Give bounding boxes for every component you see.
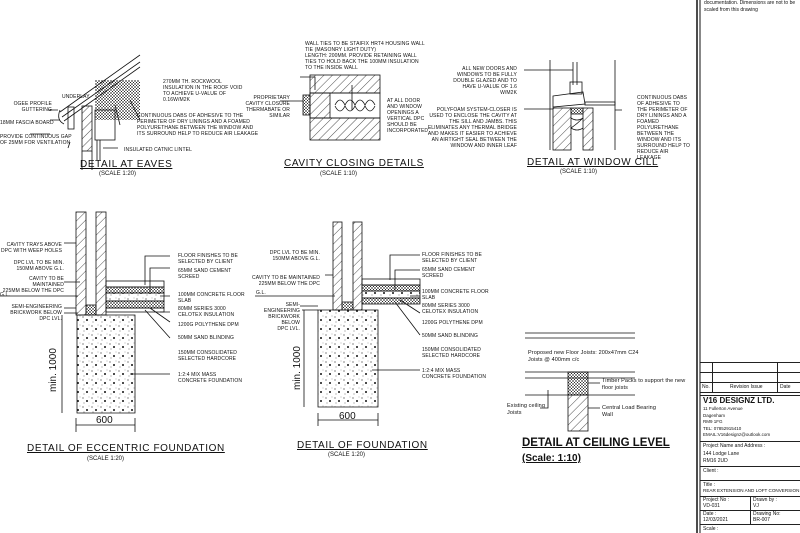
note-cavity-maintained: CAVITY TO BE MAINTAINED 225mm BELOW THE … (2, 276, 64, 294)
drawn-by: VJ (753, 503, 759, 509)
project-label: Project Name and Address : (703, 443, 766, 449)
width-dimension: 600 (96, 415, 113, 426)
cill-scale: (SCALE 1:10) (560, 169, 598, 175)
note-underlay: UNDERLAY (62, 94, 90, 100)
note-slab: 100mm CONCRETE FLOOR SLAB (422, 289, 489, 301)
drawing-title: REAR EXTENSION AND LOFT CONVERSION (703, 488, 800, 493)
note-ground-level: G.L. (0, 292, 10, 298)
note-lintel: INSULATED CATNIC LINTEL (124, 147, 192, 153)
ceiling-drawing (525, 332, 635, 432)
note-guttering: OGEE PROFILE GUTTERING (13, 101, 52, 113)
note-dpc-level: DPC LVL TO BE MIN. 150mm ABOVE G.L. (269, 250, 320, 262)
note-screed: 65mm SAND CEMENT SCREED (178, 268, 232, 280)
foundation-drawing (255, 221, 421, 426)
date-value: 12/03/2021 (703, 517, 729, 523)
foundation-title: DETAIL OF FOUNDATION (297, 440, 428, 451)
width-dimension: 600 (339, 411, 356, 422)
note-concrete: 1:2:4 MIX MASS CONCRETE FOUNDATION (422, 368, 487, 380)
note-blinding: 50mm SAND BLINDING (178, 335, 234, 341)
ceiling-scale: (Scale: 1:10) (522, 453, 581, 464)
cavity-closing-drawing (280, 74, 381, 141)
note-load-bearing-wall: Central Load Bearing Wall (602, 405, 656, 418)
title-block-frame (696, 0, 701, 533)
note-vent-gap: PROVIDE CONTINUOUS GAP OF 25MM FOR VENTI… (0, 134, 72, 146)
project-no: VD-031 (703, 503, 720, 509)
project-no-label: Project No : (703, 497, 730, 503)
note-timber-packs: Timber Packs to support the new floor jo… (602, 378, 686, 391)
note-celotex: 80mm SERIES 3000 CELOTEX INSULATION (422, 303, 479, 315)
cavity-scale: (SCALE 1:10) (320, 171, 358, 177)
note-rockwool: 270MM TH. ROCKWOOL INSULATION IN THE ROO… (163, 79, 243, 103)
cavity-title: CAVITY CLOSING DETAILS (284, 158, 424, 169)
company-name: V16 DESIGNZ LTD. (703, 396, 775, 405)
disclaimer-note: documentation. Dimensions are not to be … (704, 0, 796, 13)
note-new-joists: Proposed new Floor Joists: 200x47mm C24 … (528, 350, 639, 363)
note-brickwork: SEMI-ENGINEERING BRICKWORK BELOW DPC LVL… (263, 302, 300, 332)
note-dpc-level: DPC LVL TO BE MIN. 150mm ABOVE G.L. (13, 260, 64, 272)
revision-date-header: Date (780, 384, 791, 390)
title-label: Title : (703, 482, 716, 488)
note-cill-adhesive: CONTINUOUS DABS OF ADHESIVE TO THE PERIM… (637, 95, 691, 161)
note-slab: 100mm CONCRETE FLOOR SLAB (178, 292, 245, 304)
revision-no-header: No. (702, 384, 710, 390)
ceiling-title: DETAIL AT CEILING LEVEL (522, 437, 670, 449)
note-cavity-trays: CAVITY TRAYS ABOVE DPC WITH WEEP HOLES (1, 242, 62, 254)
note-polyfoam: POLYFOAM SYSTEM-CLOSER IS USED TO ENCLOS… (427, 107, 517, 149)
depth-dimension: min. 1000 (48, 348, 59, 392)
note-wall-ties: WALL TIES TO BE STAIFIX HRT4 HOUSING WAL… (305, 41, 425, 71)
note-cavity-maintained: CAVITY TO BE MAINTAINED 225mm BELOW THE … (252, 275, 320, 287)
company-address: 11 Fullerton Avenue Dagenham RM9 1FG TEL… (703, 406, 771, 437)
drawn-by-label: Drawn by : (753, 497, 777, 503)
note-dpm: 1200g POLYTHENE DPM (422, 320, 483, 326)
note-vertical-dpc: AT ALL DOOR AND WINDOW OPENINGS A VERTIC… (387, 98, 429, 134)
cill-title: DETAIL AT WINDOW CILL (527, 157, 659, 168)
eccentric-title: DETAIL OF ECCENTRIC FOUNDATION (27, 443, 225, 454)
depth-dimension: min. 1000 (292, 346, 303, 390)
eaves-drawing (30, 54, 141, 170)
note-fascia: 18MM FASCIA BOARD (0, 120, 54, 126)
eaves-title: DETAIL AT EAVES (80, 159, 173, 170)
client-label: Client : (703, 468, 719, 474)
scale-label: Scale : (703, 526, 719, 532)
drawing-no-label: Drawing No: (753, 511, 781, 517)
note-cavity-closure: PROPRIETARY CAVITY CLOSURE THERMABATE OR… (245, 95, 290, 119)
drawing-no: BR-007 (753, 517, 770, 523)
note-adhesive: CONTINUOUS DABS OF ADHESIVE TO THE PERIM… (137, 113, 259, 137)
note-celotex: 80mm SERIES 3000 CELOTEX INSULATION (178, 306, 235, 318)
note-blinding: 50mm SAND BLINDING (422, 333, 478, 339)
window-cill-drawing (524, 60, 622, 151)
note-floor-finish: FLOOR FINISHES TO BE SELECTED BY CLIENT (422, 252, 482, 264)
foundation-scale: (SCALE 1:20) (328, 452, 366, 458)
note-ground-level: G.L. (256, 290, 266, 296)
note-existing-joists: Existing ceiling Joists (507, 403, 545, 416)
note-double-glazed: ALL NEW DOORS AND WINDOWS TO BE FULLY DO… (453, 66, 517, 96)
note-concrete: 1:2:4 MIX MASS CONCRETE FOUNDATION (178, 372, 243, 384)
eccentric-foundation-drawing (0, 211, 171, 432)
project-address: 144 Lodge Lane RM16 2UD (703, 451, 740, 464)
date-label: Date : (703, 511, 717, 517)
note-floor-finish: FLOOR FINISHES TO BE SELECTED BY CLIENT (178, 253, 238, 265)
note-brickwork: SEMI-ENGINEERING BRICKWORK BELOW DPC LVL… (10, 304, 62, 322)
note-screed: 65mm SAND CEMENT SCREED (422, 267, 476, 279)
note-hardcore: 150mm CONSOLIDATED SELECTED HARDCORE (422, 347, 481, 359)
eaves-scale: (SCALE 1:20) (99, 171, 137, 177)
note-hardcore: 150mm CONSOLIDATED SELECTED HARDCORE (178, 350, 237, 362)
note-dpm: 1200g POLYTHENE DPM (178, 322, 239, 328)
eccentric-scale: (SCALE 1:20) (87, 456, 125, 462)
title-block: documentation. Dimensions are not to be … (700, 0, 800, 533)
revision-issue-header: Revision Issue (730, 384, 763, 390)
